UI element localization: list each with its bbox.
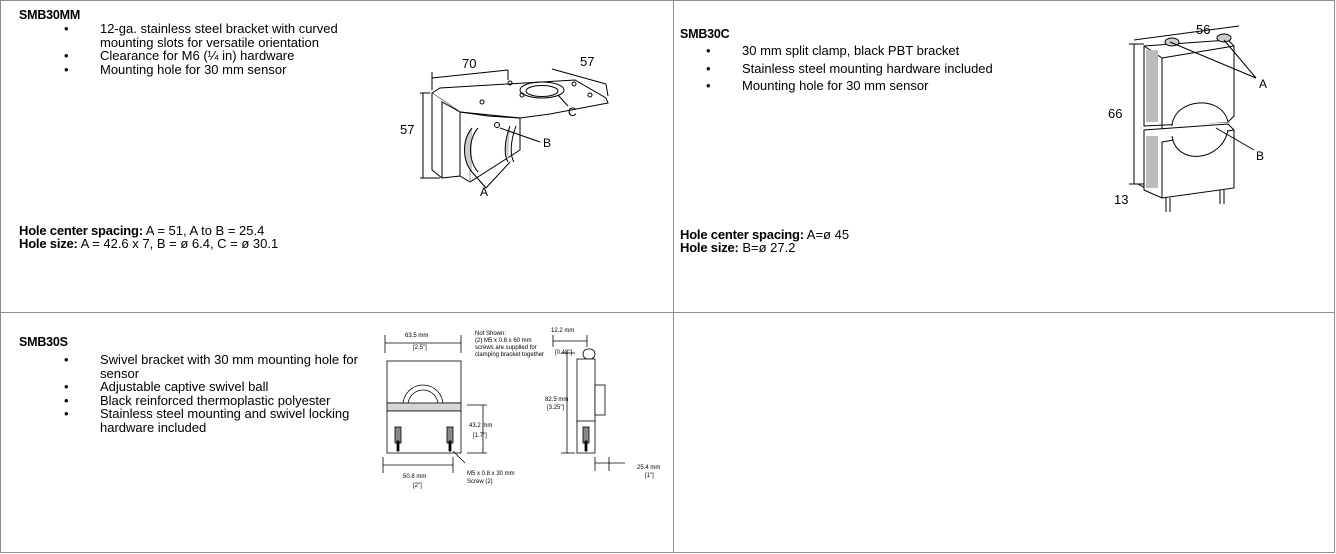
dim-top-in: [2.5"] [413, 345, 427, 351]
dim-depth: 57 [580, 54, 594, 69]
label-c: C [568, 105, 577, 119]
hole-size: Hole size: B=ø 27.2 [680, 240, 796, 255]
bullet-icon: • [706, 60, 711, 76]
dim-base-mm: 50.8 mm [403, 474, 426, 480]
list-item: •30 mm split clamp, black PBT bracket [706, 43, 960, 58]
row-divider [0, 312, 1335, 313]
bullet-icon: • [64, 379, 69, 394]
column-divider [673, 0, 674, 553]
panel-title: SMB30C [680, 27, 730, 41]
bullet-icon: • [64, 352, 69, 367]
label-b: B [1256, 149, 1264, 163]
note-line-3: screws are supplied for [475, 345, 537, 351]
side-top-in: [0.48"] [555, 350, 572, 356]
side-base-in: [1"] [645, 473, 654, 479]
screw-line-1: M5 x 0.8 x 30 mm [467, 471, 515, 477]
panel-smb30mm: SMB30MM •12-ga. stainless steel bracket … [0, 0, 673, 312]
smb30s-swivel-drawing: 63.5 mm [2.5"] Not Shown: (2) M5 x 0.8 x… [382, 328, 660, 489]
side-height-mm: 82.5 mm [545, 397, 568, 403]
list-item: •Mounting hole for 30 mm sensor [64, 61, 287, 77]
dim-top-mm: 63.5 mm [405, 333, 428, 339]
label-a: A [1259, 77, 1267, 91]
list-item: •Clearance for M6 (¼ in) hardware [64, 48, 295, 63]
screw-line-2: Screw (2) [467, 479, 493, 485]
bullet-icon: • [64, 21, 69, 36]
list-item: •12-ga. stainless steel bracket with cur… [64, 21, 338, 50]
panel-empty [674, 313, 1335, 553]
list-item: •Stainless steel mounting and swivel loc… [64, 406, 350, 435]
side-top-mm: 12.2 mm [551, 328, 574, 334]
bullet-icon: • [706, 43, 711, 58]
note-line-1: Not Shown: [475, 331, 506, 337]
dim-height: 66 [1108, 106, 1122, 121]
feature-list: •30 mm split clamp, black PBT bracket •S… [706, 43, 1032, 93]
label-b: B [543, 136, 551, 150]
side-base-mm: 25.4 mm [637, 465, 660, 471]
list-item: •Adjustable captive swivel ball [64, 379, 269, 394]
note-line-2: (2) M5 x 0.8 x 60 mm [475, 338, 532, 344]
bullet-icon: • [706, 78, 711, 93]
dim-width: 56 [1196, 22, 1210, 37]
dim-center-mm: 43.2 mm [469, 423, 492, 429]
dim-base-in: [2"] [413, 483, 422, 489]
panel-title: SMB30MM [19, 8, 81, 22]
feature-list: •12-ga. stainless steel bracket with cur… [64, 21, 360, 77]
smb30mm-bracket-drawing: 70 57 57 C B A [400, 54, 609, 199]
dim-base: 13 [1114, 192, 1128, 207]
panel-smb30c: SMB30C •30 mm split clamp, black PBT bra… [674, 0, 1335, 312]
list-item: •Stainless steel mounting hardware inclu… [706, 60, 993, 76]
dim-width: 70 [462, 56, 476, 71]
hole-spacing: Hole center spacing: A=ø 45 [680, 227, 850, 242]
dim-height: 57 [400, 122, 414, 137]
bullet-icon: • [64, 392, 69, 408]
bullet-icon: • [64, 61, 69, 77]
hole-size: Hole size: A = 42.6 x 7, B = ø 6.4, C = … [19, 236, 279, 251]
label-a: A [480, 185, 488, 199]
dim-center-in: [1.7"] [473, 433, 487, 439]
side-height-in: [3.25"] [547, 405, 564, 411]
list-item: •Swivel bracket with 30 mm mounting hole… [64, 352, 358, 381]
note-line-4: clamping bracket together [475, 352, 544, 358]
list-item: •Mounting hole for 30 mm sensor [706, 78, 929, 93]
bullet-icon: • [64, 406, 69, 421]
panel-title: SMB30S [19, 335, 68, 349]
feature-list: •Swivel bracket with 30 mm mounting hole… [64, 352, 360, 435]
panel-smb30s: SMB30S •Swivel bracket with 30 mm mounti… [0, 313, 673, 553]
list-item: •Black reinforced thermoplastic polyeste… [64, 392, 331, 408]
hole-spacing: Hole center spacing: A = 51, A to B = 25… [19, 223, 265, 238]
bullet-icon: • [64, 48, 69, 63]
smb30c-clamp-drawing: 56 66 13 A B [1108, 22, 1267, 212]
